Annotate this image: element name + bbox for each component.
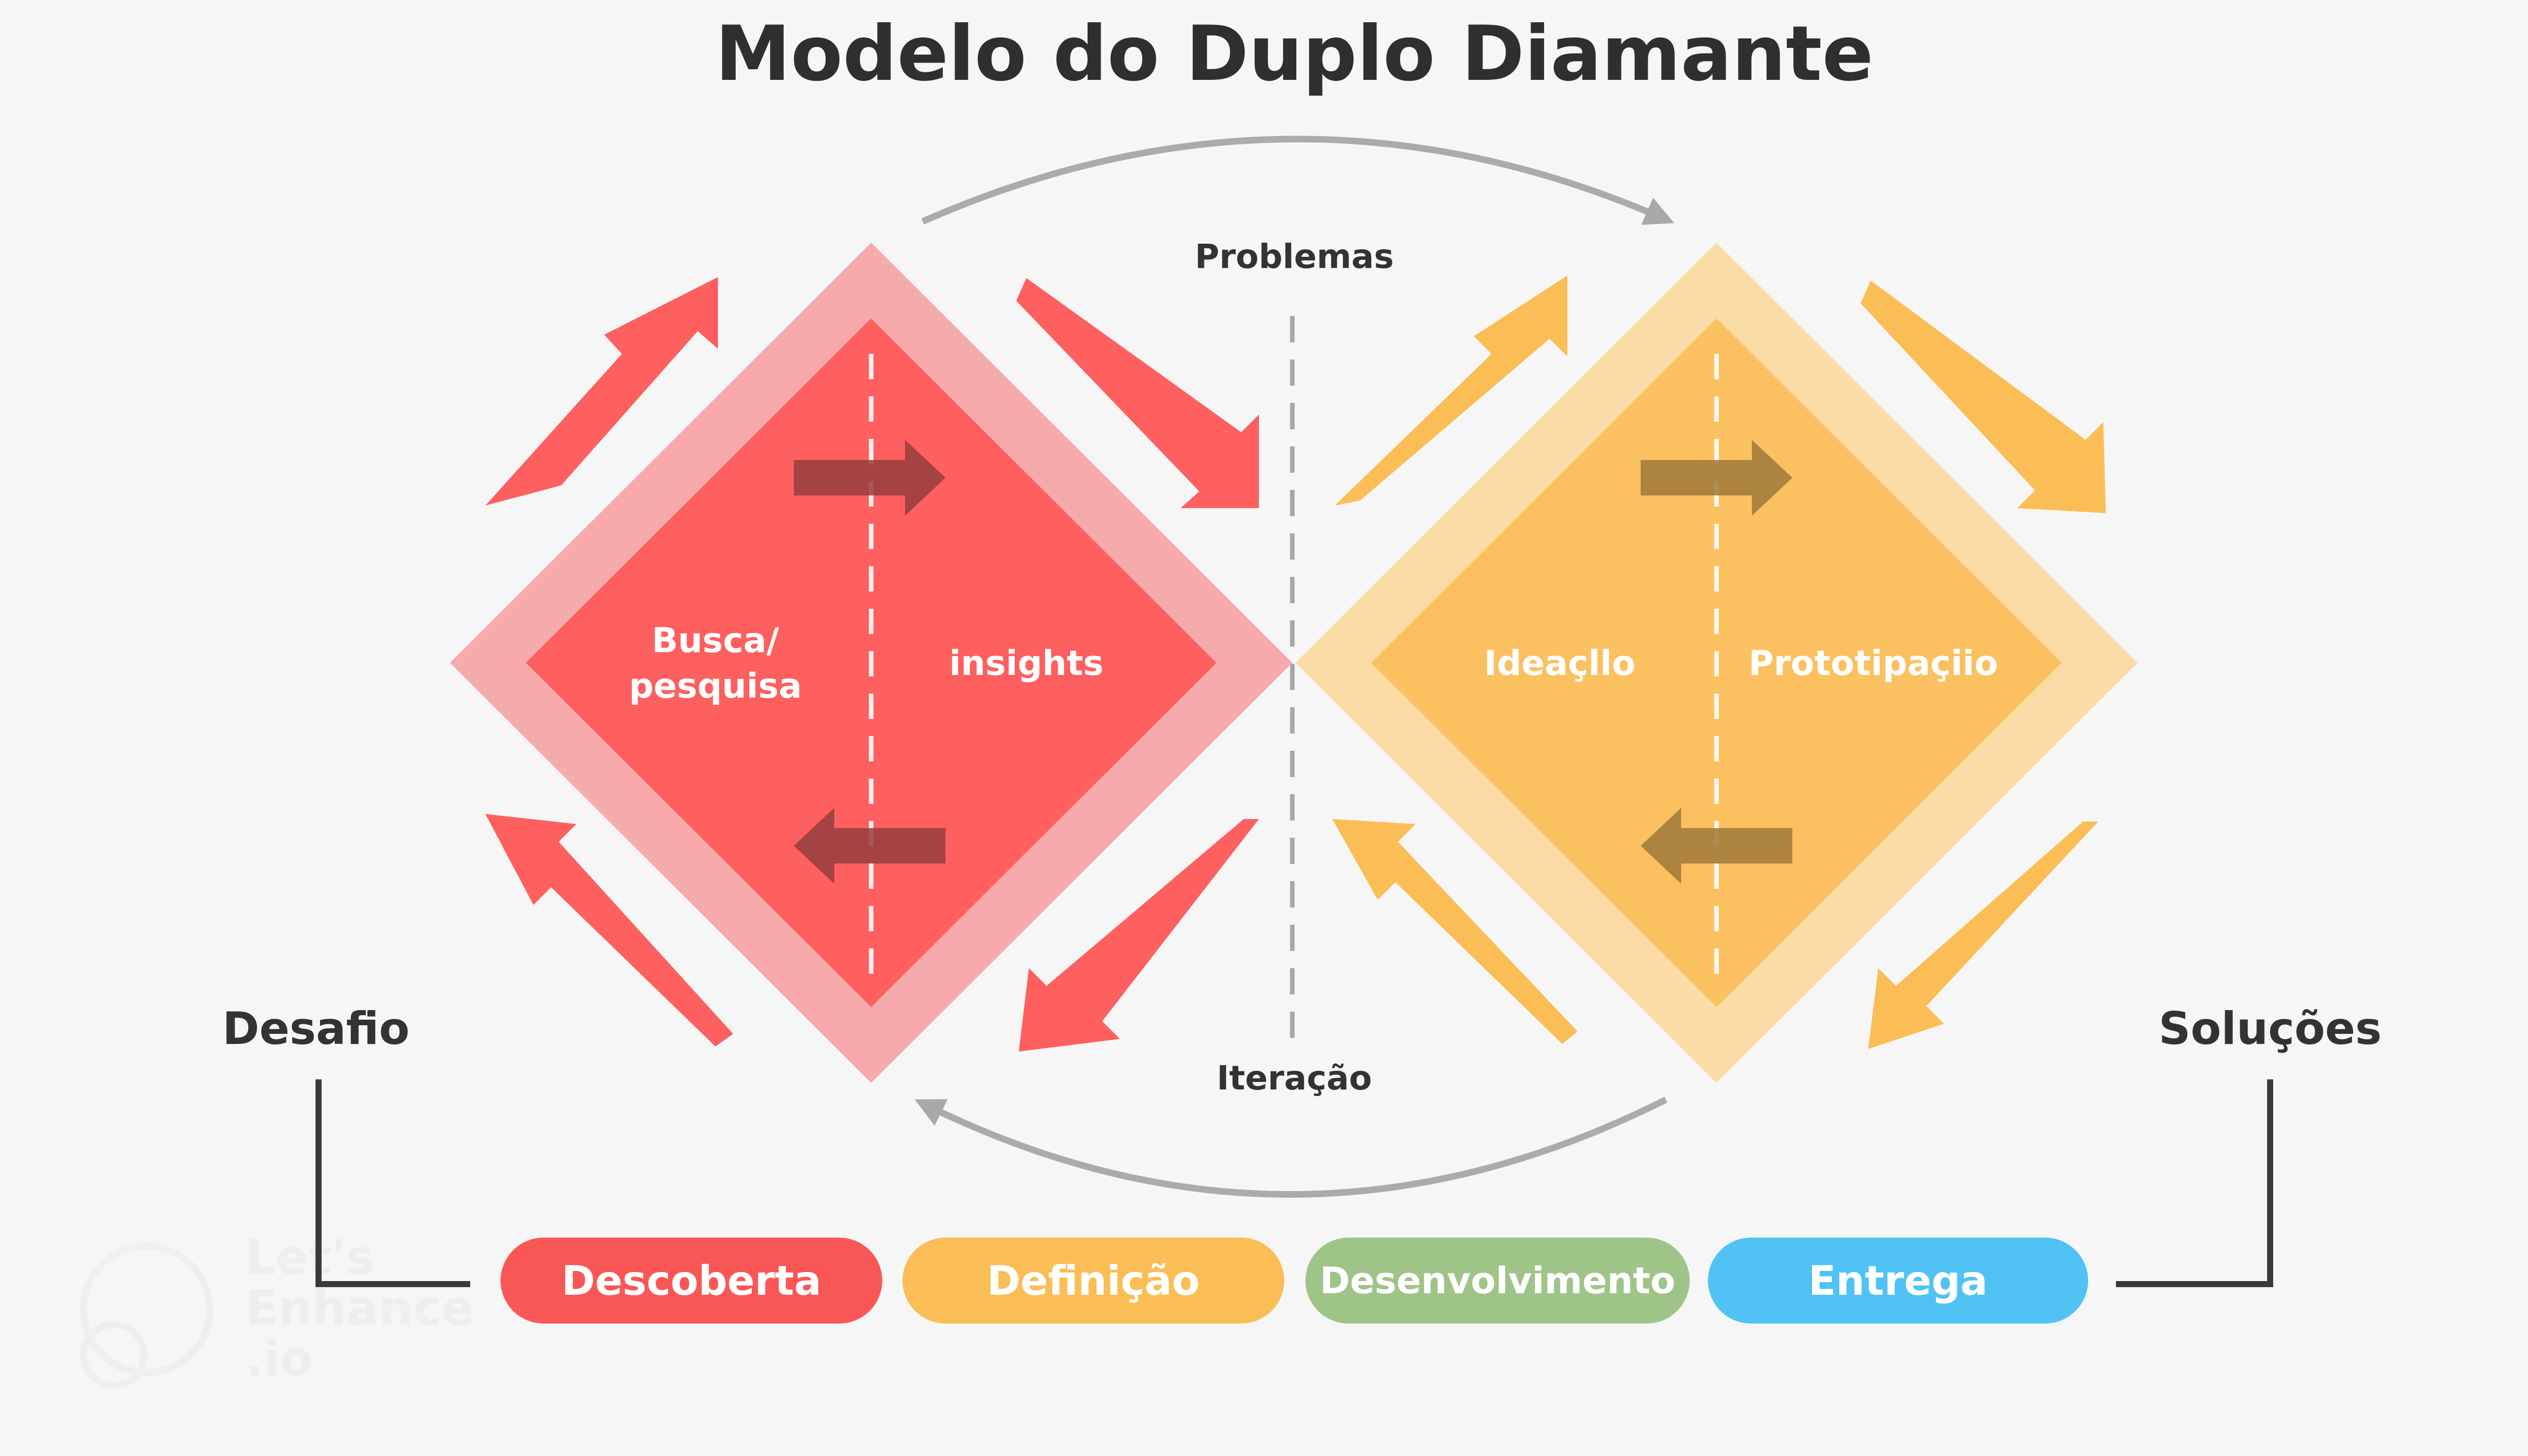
right-forward-arrow-icon [1641, 440, 1792, 516]
top-iteration-arrow [921, 135, 1675, 225]
label-challenge: Desafio [222, 1003, 410, 1055]
phase-definition-pill: Definição [902, 1238, 1284, 1324]
left-back-arrow-icon [794, 808, 945, 884]
left-arrow-down-left-icon [1019, 819, 1259, 1052]
bottom-iteration-arrow [915, 1097, 1667, 1198]
right-back-arrow-icon [1641, 808, 1792, 884]
left-arrow-up-left-bottom-icon [485, 814, 733, 1046]
phase-development-label: Desenvolvimento [1320, 1259, 1676, 1302]
phase-discovery-pill: Descoberta [501, 1238, 882, 1324]
phase-definition-label: Definição [987, 1257, 1200, 1304]
right-arrow-up-left-icon [1335, 276, 1567, 506]
phase-discovery-label: Descoberta [561, 1257, 822, 1304]
label-solutions: Soluções [2158, 1003, 2381, 1055]
challenge-connector [315, 1079, 470, 1287]
right-arrow-down-left-icon [1868, 822, 2098, 1049]
phase-delivery-pill: Entrega [1708, 1238, 2088, 1324]
left-arrow-up-left-icon [485, 277, 718, 506]
left-diamond-label-insights: insights [949, 644, 1104, 684]
left-arrow-down-right-top-icon [1016, 278, 1259, 508]
solutions-connector [2116, 1079, 2273, 1287]
left-diamond-label-research-line2: pesquisa [629, 666, 802, 706]
diagram-title: Modelo do Duplo Diamante [715, 10, 1874, 98]
watermark-line2: Enhance [245, 1281, 474, 1336]
right-arrow-down-right-top-icon [1861, 281, 2106, 513]
right-diamond-label-prototyping: Prototipaçiio [1748, 644, 1998, 684]
watermark-line1: Let's [245, 1230, 375, 1286]
left-diamond-label-research-line1: Busca/ [652, 621, 779, 661]
phase-development-pill: Desenvolvimento [1305, 1238, 1690, 1324]
right-arrow-up-left-bottom-icon [1332, 819, 1577, 1044]
label-problems: Problemas [1195, 237, 1394, 276]
right-diamond-label-ideation: Ideaçllo [1484, 644, 1636, 684]
watermark-logo: Let's Enhance .io [80, 1230, 474, 1389]
label-iteration: Iteração [1217, 1059, 1372, 1098]
left-forward-arrow-icon [794, 440, 945, 516]
phase-delivery-label: Entrega [1808, 1257, 1988, 1304]
watermark-line3: .io [245, 1331, 313, 1387]
